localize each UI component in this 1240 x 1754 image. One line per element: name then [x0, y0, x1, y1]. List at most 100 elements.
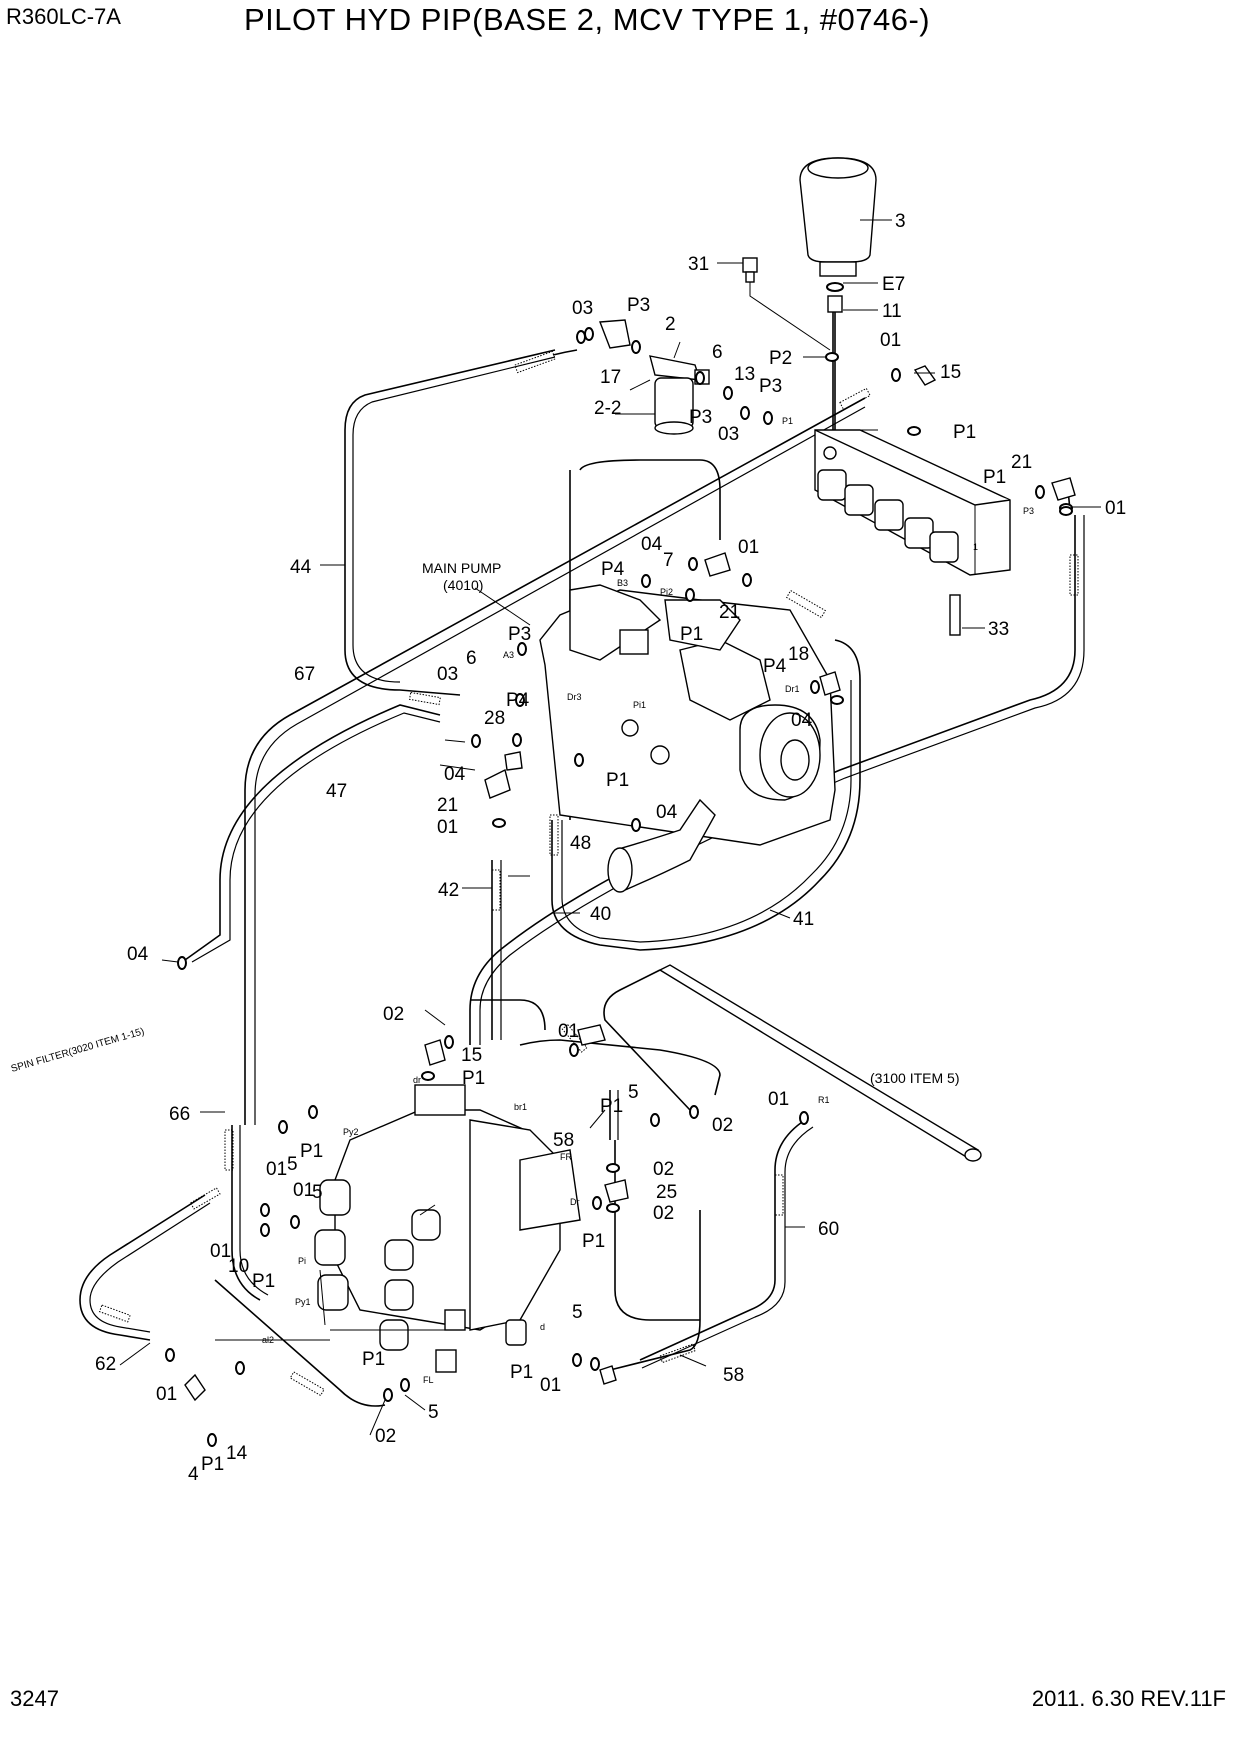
callout-17: 17 — [600, 367, 621, 388]
main-pump-group-label: (4010) — [443, 577, 483, 593]
callout-31: 31 — [688, 254, 709, 275]
main-control-valve — [314, 1084, 581, 1373]
callout-14: 14 — [226, 1443, 248, 1464]
callout-66: 66 — [169, 1104, 190, 1125]
callout-01: 01 — [540, 1375, 561, 1396]
accumulator — [799, 157, 877, 440]
fittings — [184, 365, 1076, 1402]
callout-62: 62 — [95, 1354, 116, 1375]
port-dr-b: Dr — [570, 1197, 580, 1207]
callout-P1: P1 — [300, 1141, 323, 1162]
callout-01: 01 — [156, 1384, 177, 1405]
callout-P4: P4 — [506, 690, 530, 711]
callout-P1: P1 — [953, 422, 976, 443]
port-a3: A3 — [503, 650, 514, 660]
callout-04: 04 — [444, 764, 466, 785]
callout-E7: E7 — [882, 274, 905, 295]
model-code: R360LC-7A — [6, 4, 121, 29]
callout-25: 25 — [656, 1182, 677, 1203]
callout-04: 04 — [656, 802, 678, 823]
port-dr1: Dr1 — [785, 684, 800, 694]
callout-15: 15 — [940, 362, 961, 383]
callout-6: 6 — [466, 648, 477, 669]
callout-P4: P4 — [601, 559, 625, 580]
callout-labels: 3 31 E7 11 03 P3 2 17 6 13 P3 2-2 P3 03 … — [95, 211, 1126, 1485]
callout-02: 02 — [383, 1004, 404, 1025]
callout-5: 5 — [628, 1082, 639, 1103]
callout-01: 01 — [768, 1089, 789, 1110]
pilot-manifold-block — [814, 429, 1011, 636]
callout-01: 01 — [558, 1021, 579, 1042]
callout-01: 01 — [266, 1159, 287, 1180]
callout-P1: P1 — [362, 1349, 385, 1370]
callout-P1: P1 — [983, 467, 1006, 488]
port-p1-small: P1 — [782, 416, 793, 426]
callout-58: 58 — [723, 1365, 744, 1386]
port-py2: Py2 — [343, 1127, 359, 1137]
callout-5: 5 — [428, 1402, 439, 1423]
callout-33: 33 — [988, 619, 1009, 640]
hose-braid-marks — [98, 350, 1079, 1397]
port-py1: Py1 — [295, 1297, 311, 1307]
port-dr: dr — [413, 1075, 421, 1085]
callout-5: 5 — [572, 1302, 583, 1323]
callout-02: 02 — [375, 1426, 396, 1447]
callout-04: 04 — [127, 944, 149, 965]
port-markings: B3 Pi2 A3 Dr3 Pi1 Dr1 P1 P3 1 dr br1 FR … — [262, 416, 1034, 1385]
callout-02: 02 — [712, 1115, 733, 1136]
port-pi: Pi — [298, 1256, 306, 1266]
callout-01: 01 — [738, 537, 759, 558]
callout-28: 28 — [484, 708, 505, 729]
port-br1: br1 — [514, 1102, 527, 1112]
callout-02: 02 — [653, 1159, 674, 1180]
item-3100-reference: (3100 ITEM 5) — [870, 1070, 959, 1086]
block-port-1: 1 — [973, 542, 978, 552]
callout-5: 5 — [287, 1154, 298, 1175]
callout-3: 3 — [895, 211, 906, 232]
callout-01: 01 — [437, 817, 458, 838]
spin-filter-reference: SPIN FILTER(3020 ITEM 1-15) — [10, 1026, 146, 1075]
callout-P3: P3 — [759, 376, 782, 397]
callout-10: 10 — [228, 1256, 249, 1277]
callout-15: 15 — [461, 1045, 482, 1066]
callout-21: 21 — [437, 795, 458, 816]
callout-01: 01 — [1105, 498, 1126, 519]
revision-date: 2011. 6.30 REV.11F — [1031, 1686, 1226, 1711]
leader-lines — [119, 219, 1101, 1436]
callout-13: 13 — [734, 364, 755, 385]
port-r1: R1 — [818, 1095, 830, 1105]
callout-01: 01 — [293, 1180, 314, 1201]
callout-44: 44 — [290, 557, 312, 578]
callout-P1: P1 — [462, 1068, 485, 1089]
callout-P1: P1 — [680, 624, 703, 645]
callout-21: 21 — [1011, 452, 1032, 473]
callout-01: 01 — [210, 1241, 231, 1262]
callout-7: 7 — [663, 550, 674, 571]
callout-P1: P1 — [510, 1362, 533, 1383]
main-pump — [539, 584, 836, 893]
callout-58: 58 — [553, 1130, 574, 1151]
callout-03: 03 — [437, 664, 458, 685]
callout-4: 4 — [188, 1464, 199, 1485]
page-title: PILOT HYD PIP(BASE 2, MCV TYPE 1, #0746-… — [244, 2, 931, 37]
callout-40: 40 — [590, 904, 611, 925]
callout-21: 21 — [719, 602, 740, 623]
callout-41: 41 — [793, 909, 814, 930]
callout-03: 03 — [718, 424, 739, 445]
callout-P1: P1 — [252, 1271, 275, 1292]
callout-04: 04 — [791, 710, 813, 731]
main-pump-label: MAIN PUMP — [422, 560, 501, 576]
callout-03: 03 — [572, 298, 593, 319]
callout-P4: P4 — [763, 656, 787, 677]
callout-04: 04 — [641, 534, 663, 555]
callout-18: 18 — [788, 644, 809, 665]
callout-P3: P3 — [689, 407, 712, 428]
callout-5: 5 — [312, 1182, 323, 1203]
port-pi1: Pi1 — [633, 700, 646, 710]
callout-2-2: 2-2 — [594, 398, 621, 419]
port-pi2: Pi2 — [660, 587, 673, 597]
callout-P1: P1 — [600, 1096, 623, 1117]
port-dr3: Dr3 — [567, 692, 582, 702]
callout-P1: P1 — [606, 770, 629, 791]
